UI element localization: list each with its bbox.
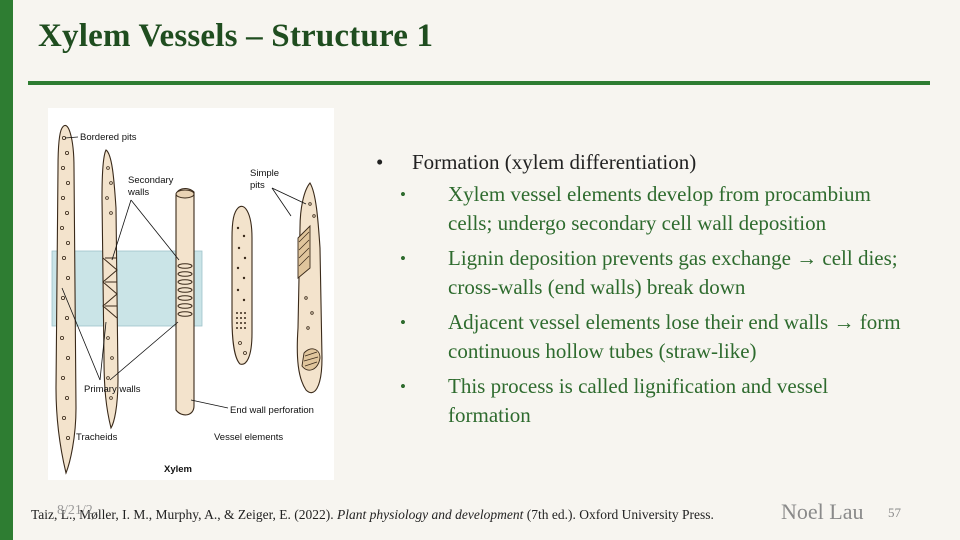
- label-tracheids: Tracheids: [76, 432, 118, 443]
- bullet-main: • Formation (xylem differentiation): [370, 148, 910, 177]
- slide-title: Xylem Vessels – Structure 1: [38, 18, 434, 54]
- label-xylem: Xylem: [164, 464, 192, 475]
- citation-book-title: Plant physiology and development: [337, 507, 524, 522]
- sub-bullet-dot: •: [400, 313, 406, 332]
- tracheid-cell: [101, 149, 119, 430]
- sub-bullet-item: • Lignin deposition prevents gas exchang…: [370, 244, 910, 302]
- label-primary-walls: Primary walls: [84, 384, 141, 395]
- sub-bullet-dot: •: [400, 377, 406, 396]
- page-number: 57: [888, 505, 901, 520]
- label-simple-pits-2: pits: [250, 180, 265, 191]
- label-secondary-walls-2: walls: [127, 187, 149, 198]
- bullet-main-text: Formation (xylem differentiation): [412, 150, 697, 174]
- citation-publisher: (7th ed.). Oxford University Press.: [523, 507, 714, 522]
- tracheid-cell: [55, 125, 77, 475]
- bullet-list: • Formation (xylem differentiation) • Xy…: [370, 148, 910, 436]
- citation: Taiz, L., Møller, I. M., Murphy, A., & Z…: [31, 507, 714, 523]
- bullet-dot: •: [376, 150, 384, 174]
- perforation-plate: [297, 224, 311, 279]
- secondary-wall-pattern: [102, 257, 118, 319]
- label-secondary-walls: Secondary: [128, 175, 174, 186]
- sub-bullet-dot: •: [400, 185, 406, 204]
- sub-bullet-item: • This process is called lignification a…: [370, 372, 910, 430]
- left-accent-bar: [0, 0, 13, 540]
- label-bordered-pits: Bordered pits: [80, 132, 137, 143]
- label-vessel-elements: Vessel elements: [214, 432, 283, 443]
- sub-bullet-item: • Xylem vessel elements develop from pro…: [370, 180, 910, 238]
- bordered-pit-dots: [59, 135, 70, 440]
- sub-bullet-dot: •: [400, 249, 406, 268]
- vessel-rungs: [177, 263, 193, 317]
- sub-bullet-text: Xylem vessel elements develop from proca…: [448, 182, 871, 235]
- sub-bullet-item: • Adjacent vessel elements lose their en…: [370, 308, 910, 366]
- sub-bullet-list: • Xylem vessel elements develop from pro…: [370, 180, 910, 430]
- sub-bullet-text: Adjacent vessel elements lose their end …: [448, 310, 901, 363]
- vessel-element: [231, 205, 253, 365]
- title-underline: [28, 81, 930, 85]
- vessel-element: [175, 187, 195, 416]
- slide-author: Noel Lau: [781, 499, 864, 524]
- slide-date: 8/21/2: [57, 503, 93, 518]
- simple-pit-dots: [236, 226, 247, 329]
- xylem-illustration: Bordered pits Secondary walls Simple pit…: [51, 125, 323, 475]
- label-simple-pits: Simple: [250, 168, 279, 179]
- leader-lines: [61, 136, 307, 409]
- label-end-wall-perforation: End wall perforation: [230, 405, 314, 416]
- citation-authors: Taiz, L., Møller, I. M., Murphy, A., & Z…: [31, 507, 338, 522]
- xylem-figure: Bordered pits Secondary walls Simple pit…: [48, 108, 334, 480]
- sub-bullet-text: Lignin deposition prevents gas exchange …: [448, 246, 898, 299]
- sub-bullet-text: This process is called lignification and…: [448, 374, 829, 427]
